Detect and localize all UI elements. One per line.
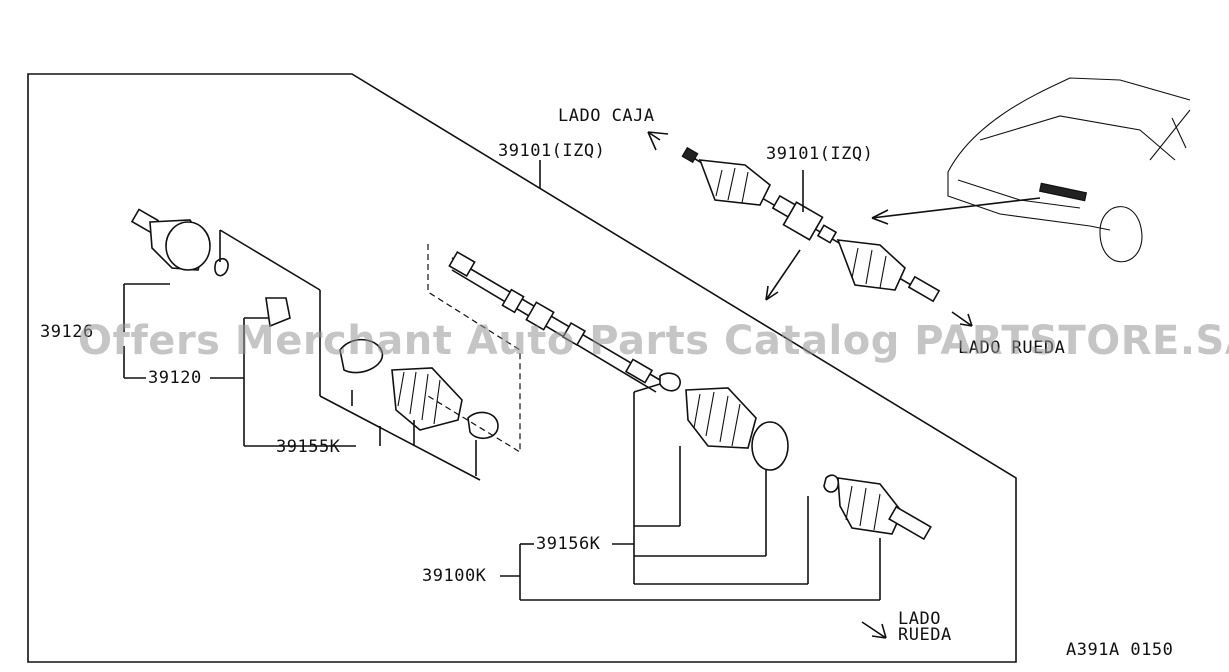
boot-kit-39155k <box>244 290 499 481</box>
car-front-sketch <box>947 77 1191 263</box>
label-shaft-assy-right: 39101(IZQ) <box>766 144 874 164</box>
label-shaft-assy-left: 39101(IZQ) <box>498 141 606 161</box>
snap-ring <box>214 257 229 277</box>
watermark: Offers Merchant Auto Parts Catalog PARTS… <box>78 318 1229 364</box>
label-part-39100k: 39100K <box>422 566 487 586</box>
label-part-39156k: 39156K <box>536 534 601 554</box>
label-part-39120: 39120 <box>148 368 202 388</box>
caja-arrow <box>647 131 669 151</box>
label-lado-caja: LADO CAJA <box>558 106 655 126</box>
grease-fitting <box>265 297 291 328</box>
outer-joint-39126 <box>123 208 211 379</box>
car-pointer-arrow <box>871 197 1041 225</box>
label-lado-bottom: LADO <box>898 609 941 629</box>
dashed-sub-box <box>427 244 521 454</box>
boot-kit-39156k <box>500 372 932 601</box>
label-rueda-bottom: RUEDA <box>898 625 952 645</box>
drawing-code: A391A 0150 <box>1066 640 1174 660</box>
long-shaft <box>448 250 661 393</box>
rueda-arrow-top <box>951 311 973 327</box>
rueda-arrow-bottom <box>861 621 887 639</box>
down-arrow <box>765 249 801 301</box>
diagram-frame <box>27 73 1017 663</box>
assembled-drive-shaft <box>681 146 941 303</box>
label-part-39126: 39126 <box>40 322 94 342</box>
label-part-39155k: 39155K <box>276 437 341 457</box>
label-lado-rueda-top: LADO RUEDA <box>958 338 1066 358</box>
